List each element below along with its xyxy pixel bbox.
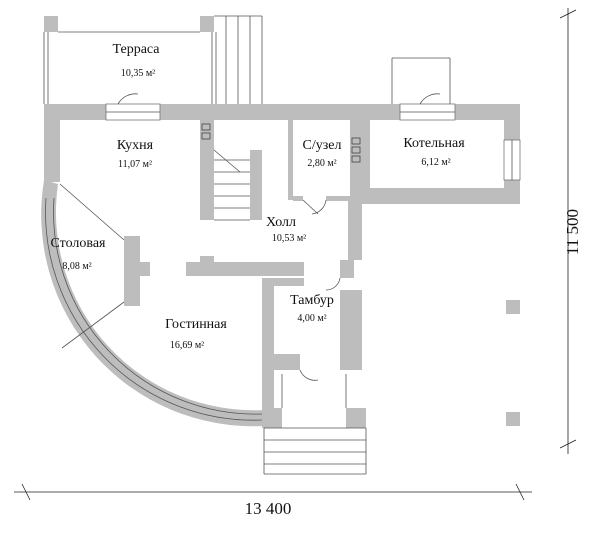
- room-name-terrace: Терраса: [112, 42, 160, 57]
- boiler-porch: [391, 57, 451, 104]
- room-area-vestibule: 4,00 м²: [297, 313, 326, 324]
- room-name-hall: Холл: [266, 215, 296, 230]
- room-name-living: Гостинная: [165, 317, 227, 332]
- room-area-boiler: 6,12 м²: [421, 157, 450, 168]
- dimension-width: 13 400: [245, 499, 292, 518]
- windows: [105, 103, 521, 181]
- room-area-living: 16,69 м²: [170, 340, 204, 351]
- room-area-hall: 10,53 м²: [272, 233, 306, 244]
- curved-bay-wall: [41, 180, 264, 427]
- room-name-bathroom: С/узел: [303, 138, 342, 153]
- room-name-vestibule: Тамбур: [290, 293, 334, 308]
- room-labels: Терраса 10,35 м² Кухня 11,07 м² С/узел 2…: [51, 42, 466, 351]
- dining-separators: [59, 183, 125, 349]
- terrace-area: [43, 15, 263, 104]
- vent-ducts: [201, 123, 361, 163]
- room-name-kitchen: Кухня: [117, 138, 154, 153]
- room-area-dining: 8,08 м²: [62, 261, 91, 272]
- dimension-lines: [14, 8, 577, 501]
- entrance-stairs: [263, 374, 367, 475]
- room-name-boiler: Котельная: [403, 136, 465, 151]
- room-area-terrace: 10,35 м²: [121, 68, 155, 79]
- room-name-dining: Столовая: [51, 236, 107, 251]
- walls: [44, 104, 520, 428]
- interior-stairs: [213, 149, 250, 221]
- dimension-height: 11 500: [563, 209, 582, 255]
- doors: [117, 93, 441, 381]
- room-area-kitchen: 11,07 м²: [118, 159, 152, 170]
- room-area-bathroom: 2,80 м²: [307, 158, 336, 169]
